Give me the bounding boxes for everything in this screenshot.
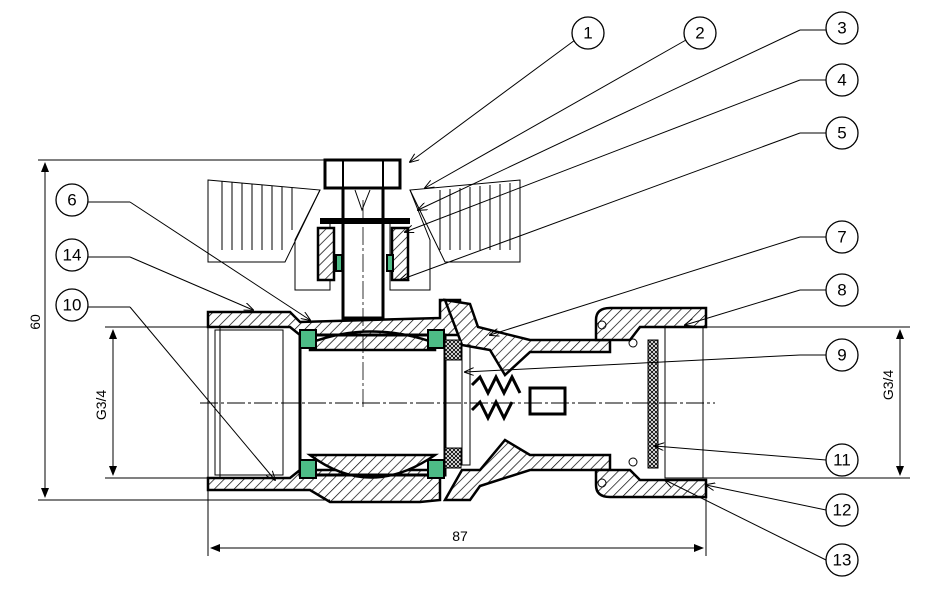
svg-text:1: 1 [583,24,592,43]
svg-text:14: 14 [63,246,82,265]
dim-thread-left: G3/4 [93,390,109,421]
svg-text:6: 6 [67,191,76,210]
svg-text:7: 7 [837,228,846,247]
callout-10: 10 [55,288,275,480]
union-nut [594,306,708,499]
dimensions: 60 G3/4 G3/4 87 [27,159,910,556]
svg-text:2: 2 [695,24,704,43]
callout-4: 4 [405,63,859,232]
svg-text:10: 10 [63,296,82,315]
svg-text:13: 13 [833,551,852,570]
callout-3: 3 [418,11,859,210]
dim-length: 87 [452,528,468,544]
svg-text:9: 9 [837,346,846,365]
svg-text:4: 4 [837,71,846,90]
svg-text:3: 3 [837,19,846,38]
dim-thread-right: G3/4 [880,370,896,401]
callout-12: 12 [706,485,859,527]
svg-text:5: 5 [837,124,846,143]
callout-7: 7 [490,220,859,335]
valve-body [206,298,612,504]
dim-height: 60 [27,314,43,330]
callout-2: 2 [425,16,717,188]
callout-13: 13 [665,480,859,577]
callout-1: 1 [410,16,605,162]
callout-8: 8 [685,273,859,325]
callout-11: 11 [655,444,859,477]
callout-5: 5 [400,116,859,280]
callout-6: 6 [55,183,310,320]
stem-nut [316,158,410,320]
svg-text:11: 11 [833,451,851,470]
callouts: 1 2 3 4 5 6 7 8 9 10 11 12 13 14 [55,11,859,577]
svg-text:12: 12 [833,501,852,520]
callout-9: 9 [465,338,859,372]
callout-14: 14 [55,238,253,310]
svg-text:8: 8 [837,281,846,300]
handle [207,179,521,291]
